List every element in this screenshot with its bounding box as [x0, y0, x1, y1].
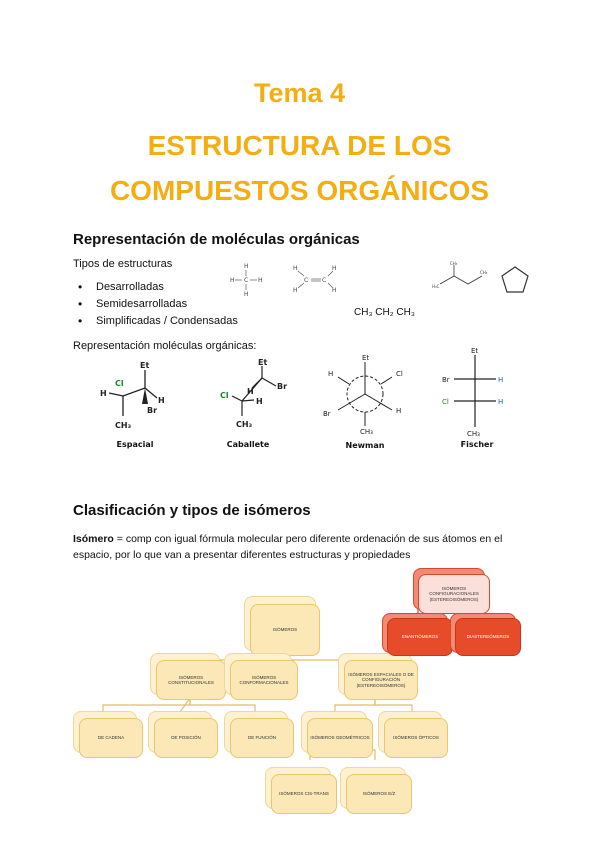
- title-line-1: ESTRUCTURA DE LOS: [147, 130, 452, 161]
- title-line-2: COMPUESTOS ORGÁNICOS: [109, 175, 490, 206]
- svg-text:Cl: Cl: [442, 398, 449, 406]
- svg-text:Et: Et: [140, 361, 149, 370]
- svg-text:H: H: [293, 265, 298, 272]
- label-fischer: Fischer: [460, 440, 494, 449]
- svg-text:H: H: [498, 376, 503, 384]
- svg-text:Cl: Cl: [220, 391, 229, 400]
- node-geometricos: ISÓMEROS GEOMÉTRICOS: [307, 718, 373, 758]
- svg-text:H₃C: H₃C: [432, 284, 440, 289]
- node-de-posicion: DE POSICIÓN: [154, 718, 218, 758]
- fischer-projection-image: Et Br H Cl H CH₃: [442, 347, 503, 438]
- svg-text:H: H: [498, 398, 503, 406]
- node-constitucionales: ISÓMEROS CONSTITUCIONALES: [156, 660, 226, 700]
- svg-text:Et: Et: [471, 347, 478, 355]
- node-estereoisomeros: ISÓMEROS ESPACIALES O DE CONFIGURACIÓN (…: [344, 660, 418, 700]
- svg-text:H: H: [230, 277, 235, 284]
- svg-text:H: H: [158, 396, 165, 405]
- node-de-funcion: DE FUNCIÓN: [230, 718, 294, 758]
- isomero-definition-text: = comp con igual fórmula molecular pero …: [73, 533, 503, 561]
- svg-text:H: H: [328, 370, 333, 378]
- svg-text:H: H: [244, 291, 249, 298]
- newman-projection-image: Et H Cl Br H CH₃: [323, 354, 403, 436]
- tema-number: Tema 4: [253, 78, 346, 108]
- svg-text:Et: Et: [362, 354, 369, 362]
- ethene-formula-image: H H H H C C: [293, 265, 337, 294]
- types-list: Desarrolladas Semidesarrolladas Simplifi…: [76, 279, 238, 330]
- svg-text:C: C: [322, 277, 326, 284]
- svg-text:C: C: [244, 277, 248, 284]
- label-espacial: Espacial: [116, 440, 154, 449]
- svg-text:Br: Br: [442, 376, 450, 384]
- isomero-term: Isómero: [73, 533, 114, 545]
- types-label: Tipos de estructuras: [73, 258, 173, 270]
- espacial-projection-image: Et Cl H H Br CH₃: [100, 361, 165, 430]
- caballete-projection-image: Et Br H Cl H CH₃: [220, 358, 287, 429]
- svg-text:Br: Br: [147, 406, 157, 415]
- label-caballete: Caballete: [226, 440, 270, 449]
- isomero-definition: Isómero = comp con igual fórmula molecul…: [73, 531, 543, 563]
- skeletal-formula-image: H₃C CH₃ CH₃: [432, 261, 488, 289]
- svg-text:H: H: [244, 263, 249, 270]
- svg-text:Br: Br: [277, 382, 287, 391]
- svg-text:Et: Et: [258, 358, 267, 367]
- svg-text:H: H: [293, 287, 298, 294]
- condensed-formula: CH₃ CH₂ CH₃: [354, 307, 415, 318]
- svg-text:H: H: [100, 389, 107, 398]
- node-diastereomeros: DIASTEREÓMEROS: [455, 618, 521, 656]
- node-isomeros: ISÓMEROS: [250, 604, 320, 656]
- label-newman: Newman: [345, 441, 385, 450]
- svg-text:CH₃: CH₃: [236, 420, 253, 429]
- node-de-cadena: DE CADENA: [79, 718, 143, 758]
- svg-text:C: C: [304, 277, 308, 284]
- node-opticos: ISÓMEROS ÓPTICOS: [384, 718, 448, 758]
- svg-text:H: H: [256, 397, 263, 406]
- svg-text:CH₃: CH₃: [450, 261, 458, 266]
- svg-text:Cl: Cl: [115, 379, 124, 388]
- developed-formula-image: H C H H H: [230, 263, 263, 298]
- node-e-z: ISÓMEROS E/Z: [346, 774, 412, 814]
- svg-text:H: H: [258, 277, 263, 284]
- node-enantiomeros: ENANTIÓMEROS: [387, 618, 453, 656]
- type-item: Simplificadas / Condensadas: [76, 313, 238, 330]
- type-item: Semidesarrolladas: [76, 296, 238, 313]
- type-item: Desarrolladas: [76, 279, 238, 296]
- node-conformacionales: ISÓMEROS CONFORMACIONALES: [230, 660, 298, 700]
- section-heading-representacion: Representación de moléculas orgánicas: [73, 231, 360, 248]
- node-configuracionales: ISÓMEROS CONFIGURACIONALES (ESTEREOISÓME…: [418, 574, 490, 614]
- svg-text:Br: Br: [323, 410, 331, 418]
- svg-text:CH₃: CH₃: [360, 428, 373, 436]
- svg-text:H: H: [332, 287, 337, 294]
- svg-text:H: H: [332, 265, 337, 272]
- svg-text:CH₃: CH₃: [115, 421, 132, 430]
- svg-text:CH₃: CH₃: [467, 430, 480, 438]
- svg-text:H: H: [247, 387, 254, 396]
- svg-text:CH₃: CH₃: [480, 270, 488, 275]
- svg-text:Cl: Cl: [396, 370, 403, 378]
- node-cis-trans: ISÓMEROS CIS-TRANS: [271, 774, 337, 814]
- repr-label: Representación moléculas orgánicas:: [73, 340, 257, 352]
- cyclopentane-image: [501, 266, 529, 293]
- svg-text:H: H: [396, 407, 401, 415]
- section-heading-isomeros: Clasificación y tipos de isómeros: [73, 502, 311, 519]
